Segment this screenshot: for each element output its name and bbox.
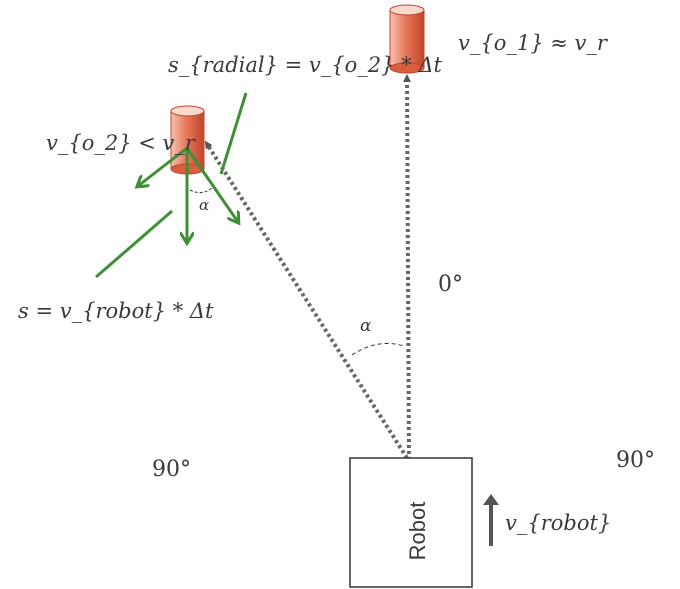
robot-label: Robot: [405, 502, 430, 561]
alpha-angle-arc: [351, 343, 405, 356]
label-ninety-degrees-right: 90°: [616, 448, 655, 473]
robot-velocity-arrowhead: [483, 494, 499, 505]
label-s-robot: s = v_{robot} * Δt: [18, 299, 214, 323]
dotted-line-to-obstacle-2: [204, 140, 409, 460]
velocity-vector-radial: [185, 147, 238, 222]
label-s-radial: s_{radial} = v_{o_2} * Δt: [168, 53, 443, 77]
label-zero-degrees: 0°: [438, 272, 463, 297]
dotted-line-to-obstacle-1: [403, 74, 412, 461]
s-robot-pointer-line: [95, 209, 173, 279]
label-vo2-lt-vr: v_{o_2} < v_r: [46, 131, 197, 155]
robot-box: [349, 457, 473, 588]
label-vo1-approx-vr: v_{o_1} ≈ v_r: [458, 31, 609, 55]
obstacle-1-cylinder: [389, 4, 425, 74]
s-radial-pointer-line: [219, 92, 248, 175]
label-alpha-main: α: [360, 316, 372, 336]
label-ninety-degrees-left: 90°: [152, 457, 191, 482]
velocity-vector-left: [138, 146, 188, 186]
label-alpha-small: α: [199, 196, 209, 214]
small-alpha-arc: [189, 187, 213, 194]
label-v-robot: v_{robot}: [505, 511, 611, 535]
